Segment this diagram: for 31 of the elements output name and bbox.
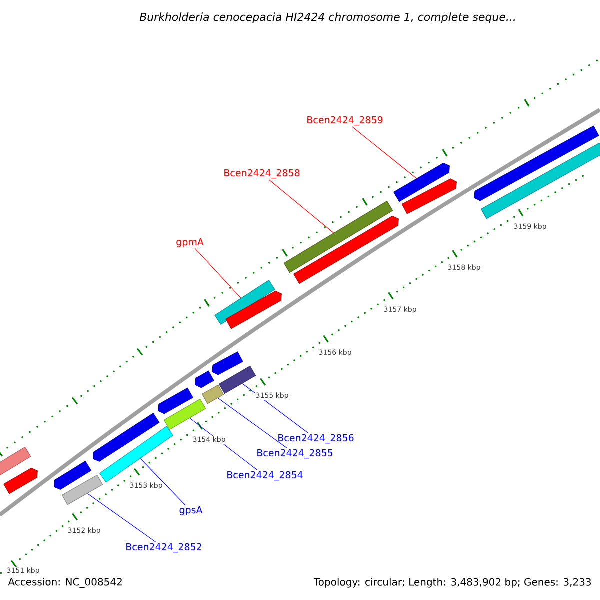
gene-block <box>226 290 282 330</box>
leader-line <box>268 180 334 234</box>
summary-text: Topology: circular; Length: 3,483,902 bp; Genes: 3,233 <box>314 578 592 588</box>
gene-block <box>54 460 92 490</box>
leader-line <box>140 458 186 506</box>
gene-block <box>62 474 104 506</box>
gene-label: Bcen2424_2855 <box>258 449 333 459</box>
gene-block <box>480 142 600 220</box>
gene-label: Bcen2424_2854 <box>228 471 303 481</box>
gene-block <box>402 178 458 214</box>
gene-label: Bcen2424_2858 <box>224 169 300 179</box>
leader-line <box>194 248 242 298</box>
gene-block <box>4 468 38 494</box>
gene-label: Bcen2424_2852 <box>126 543 202 553</box>
gene-label: Bcen2424_2856 <box>278 434 354 444</box>
gene-label: Bcen2424_2859 <box>308 116 383 126</box>
gene-block <box>474 126 600 202</box>
accession-text: Accession: NC_008542 <box>8 578 122 588</box>
gene-block <box>194 370 214 388</box>
gene-block <box>158 388 194 414</box>
title: Burkholderia cenocepacia HI2424 chromosome 1, complete seque... <box>140 12 515 24</box>
gene-block <box>93 413 160 462</box>
leader-line <box>87 493 156 542</box>
gene-block <box>218 366 256 394</box>
gene-block <box>202 384 224 404</box>
gene-label: gpmA <box>176 238 204 248</box>
leader-line <box>352 126 417 179</box>
gene-block <box>212 352 244 376</box>
leader-line <box>218 398 288 448</box>
gene-block <box>164 398 206 430</box>
gene-label: gpsA <box>180 506 203 516</box>
